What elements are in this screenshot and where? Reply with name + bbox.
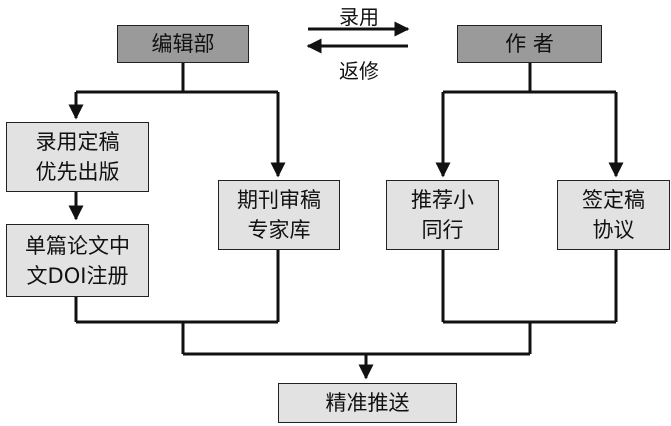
recommend-peers-label: 推荐小 同行 <box>411 188 474 242</box>
accept-first-box: 录用定稿 优先出版 <box>6 122 149 192</box>
revise-label: 返修 <box>339 59 379 83</box>
editorial-label: 编辑部 <box>151 32 215 56</box>
precise-push-box: 精准推送 <box>278 383 457 423</box>
recommend-peers-box: 推荐小 同行 <box>386 180 499 250</box>
author-label: 作 者 <box>505 32 554 56</box>
accept-first-label: 录用定稿 优先出版 <box>35 130 120 184</box>
precise-push-label: 精准推送 <box>325 391 410 415</box>
editorial-box: 编辑部 <box>117 25 249 63</box>
sign-agreement-box: 签定稿 协议 <box>557 180 670 250</box>
accept-label: 录用 <box>339 5 379 29</box>
doi-registration-box: 单篇论文中 文DOI注册 <box>6 224 149 297</box>
doi-registration-label: 单篇论文中 文DOI注册 <box>25 233 130 288</box>
author-box: 作 者 <box>457 25 602 63</box>
sign-agreement-label: 签定稿 协议 <box>582 188 645 242</box>
expert-db-box: 期刊审稿 专家库 <box>218 180 340 250</box>
expert-db-label: 期刊审稿 专家库 <box>237 188 321 242</box>
